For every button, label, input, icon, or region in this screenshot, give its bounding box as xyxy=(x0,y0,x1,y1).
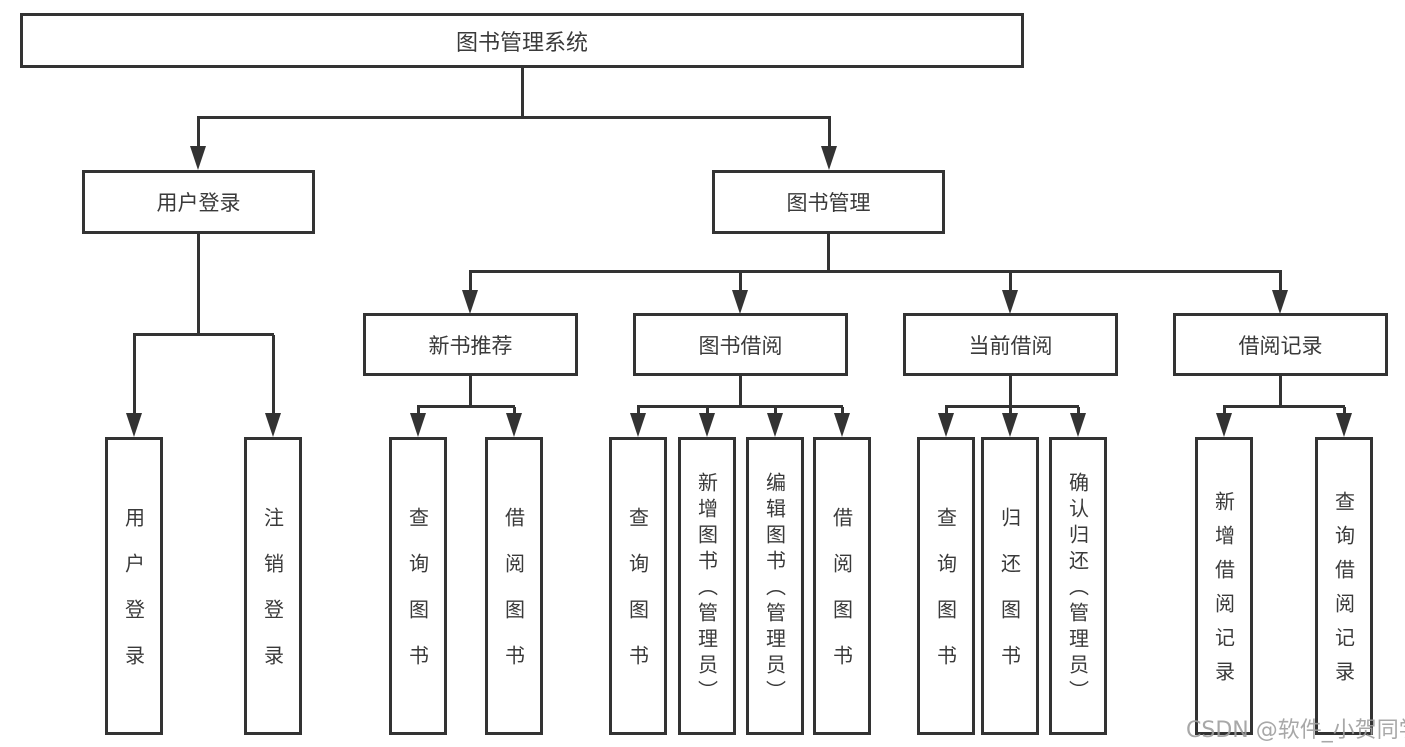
leaf-query-books-2: 查询图书 xyxy=(609,437,667,735)
leaf-add-book-admin: 新增图书（管理员） xyxy=(678,437,736,735)
node-current-borrow: 当前借阅 xyxy=(903,313,1118,376)
arrow-to-user-login-leaf xyxy=(126,335,142,437)
node-label: 查询图书 xyxy=(405,507,430,691)
leaf-edit-book-admin: 编辑图书（管理员） xyxy=(746,437,804,735)
node-label: 编辑图书（管理员） xyxy=(762,472,787,706)
connector-user-login-hline xyxy=(133,333,274,336)
node-label: 借阅图书 xyxy=(829,507,854,691)
connector-user-login-vline xyxy=(197,234,200,336)
node-label: 图书管理系统 xyxy=(455,30,588,56)
connector-root-vline xyxy=(521,68,524,118)
node-label: 图书管理 xyxy=(786,191,871,215)
node-label: 借阅记录 xyxy=(1238,333,1323,358)
connector-current-hline xyxy=(945,405,1079,408)
node-new-book-recommend: 新书推荐 xyxy=(363,313,578,376)
arrow-to-return-books xyxy=(1002,407,1018,437)
node-label: 查询图书 xyxy=(625,507,650,691)
arrow-to-add-borrow-record xyxy=(1216,407,1232,437)
node-label: 借阅图书 xyxy=(501,507,526,691)
connector-recommend-vline xyxy=(469,376,472,408)
csdn-watermark: CSDN @软件_小贺同学 xyxy=(1186,718,1405,743)
node-label: 新书推荐 xyxy=(428,333,513,358)
node-book-management: 图书管理 xyxy=(712,170,945,234)
arrow-to-confirm-return xyxy=(1070,407,1086,437)
arrow-to-query-borrow-record xyxy=(1336,407,1352,437)
connector-records-vline xyxy=(1279,376,1282,408)
leaf-query-books-1: 查询图书 xyxy=(389,437,447,735)
node-borrow-records: 借阅记录 xyxy=(1173,313,1388,376)
arrow-to-borrow-books-2 xyxy=(834,407,850,437)
connector-current-vline xyxy=(1009,376,1012,408)
node-label: 查询图书 xyxy=(933,507,958,691)
leaf-query-books-3: 查询图书 xyxy=(917,437,975,735)
node-label: 当前借阅 xyxy=(968,333,1053,358)
node-label: 确认归还（管理员） xyxy=(1065,472,1090,706)
node-label: 新增借阅记录 xyxy=(1211,491,1236,695)
connector-borrow-hline xyxy=(637,405,843,408)
arrow-to-edit-book xyxy=(767,407,783,437)
arrow-to-book-management xyxy=(821,118,837,170)
leaf-confirm-return-admin: 确认归还（管理员） xyxy=(1049,437,1107,735)
arrow-to-add-book xyxy=(699,407,715,437)
connector-records-hline xyxy=(1223,405,1345,408)
connector-recommend-hline xyxy=(417,405,515,408)
connector-borrow-vline xyxy=(739,376,742,408)
connector-root-hline xyxy=(197,116,831,119)
node-label: 用户登录 xyxy=(156,191,241,215)
node-book-borrow: 图书借阅 xyxy=(633,313,848,376)
leaf-borrow-books-2: 借阅图书 xyxy=(813,437,871,735)
arrow-to-new-book-recommend xyxy=(462,272,478,314)
node-label: 查询借阅记录 xyxy=(1331,491,1356,695)
arrow-to-query-books-2 xyxy=(630,407,646,437)
leaf-logout: 注销登录 xyxy=(244,437,302,735)
arrow-to-logout-leaf xyxy=(265,335,281,437)
arrow-to-borrow-records xyxy=(1272,272,1288,314)
arrow-to-borrow-books-1 xyxy=(506,407,522,437)
arrow-to-user-login xyxy=(190,118,206,170)
node-label: 归还图书 xyxy=(997,507,1022,691)
node-library-management-system: 图书管理系统 xyxy=(20,13,1024,68)
leaf-borrow-books-1: 借阅图书 xyxy=(485,437,543,735)
leaf-query-borrow-record: 查询借阅记录 xyxy=(1315,437,1373,735)
node-user-login: 用户登录 xyxy=(82,170,315,234)
node-label: 注销登录 xyxy=(260,507,285,691)
leaf-user-login: 用户登录 xyxy=(105,437,163,735)
arrow-to-book-borrow xyxy=(732,272,748,314)
leaf-add-borrow-record: 新增借阅记录 xyxy=(1195,437,1253,735)
node-label: 图书借阅 xyxy=(698,333,783,358)
connector-book-mgmt-vline xyxy=(827,234,830,273)
node-label: 用户登录 xyxy=(121,507,146,691)
arrow-to-query-books-3 xyxy=(938,407,954,437)
leaf-return-books: 归还图书 xyxy=(981,437,1039,735)
connector-book-mgmt-hline xyxy=(469,270,1282,273)
arrow-to-current-borrow xyxy=(1002,272,1018,314)
arrow-to-query-books-1 xyxy=(410,407,426,437)
node-label: 新增图书（管理员） xyxy=(694,472,719,706)
